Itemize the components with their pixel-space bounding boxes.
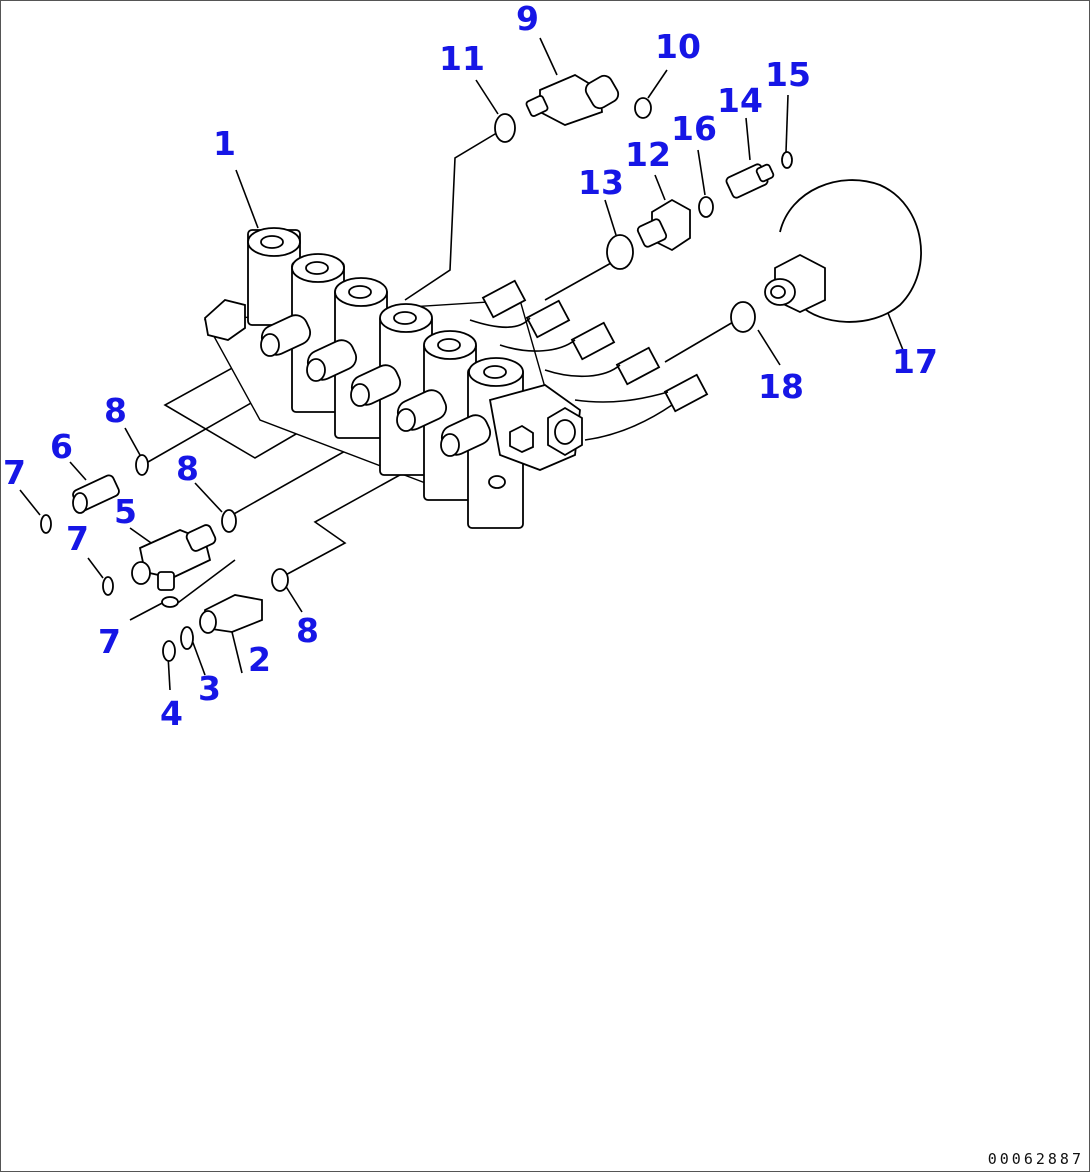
accumulator-17 bbox=[764, 179, 922, 323]
callout-7b: 7 bbox=[66, 519, 89, 558]
callout-7a: 7 bbox=[3, 453, 26, 492]
callout-16: 16 bbox=[671, 109, 717, 148]
callout-15: 15 bbox=[765, 55, 811, 94]
solenoid-coil-4 bbox=[379, 303, 433, 476]
leader-lines bbox=[19, 37, 906, 691]
solenoid-valve-block bbox=[203, 227, 709, 529]
callout-12: 12 bbox=[625, 135, 671, 174]
callout-5: 5 bbox=[114, 492, 137, 531]
callout-18: 18 bbox=[758, 367, 804, 406]
callout-13: 13 bbox=[578, 163, 624, 202]
callout-8b: 8 bbox=[176, 449, 199, 488]
port-bosses bbox=[260, 314, 492, 457]
callout-8c: 8 bbox=[296, 611, 319, 650]
document-number: 00062887 bbox=[987, 1150, 1084, 1168]
hex-plug-12 bbox=[636, 198, 691, 252]
callout-9: 9 bbox=[516, 0, 539, 38]
callout-10: 10 bbox=[655, 27, 701, 66]
callout-3: 3 bbox=[198, 669, 221, 708]
callout-4: 4 bbox=[160, 694, 183, 733]
callout-14: 14 bbox=[717, 81, 763, 120]
callout-2: 2 bbox=[248, 640, 271, 679]
electrical-connectors bbox=[469, 279, 709, 441]
elbow-fitting bbox=[525, 73, 620, 126]
callout-8a: 8 bbox=[104, 391, 127, 430]
callout-17: 17 bbox=[892, 342, 938, 381]
o-rings bbox=[40, 97, 793, 662]
callout-1: 1 bbox=[213, 124, 236, 163]
elbow-5 bbox=[131, 524, 217, 591]
fitting-2 bbox=[199, 594, 263, 634]
callout-6: 6 bbox=[50, 427, 73, 466]
callout-11: 11 bbox=[439, 39, 485, 78]
fitting-6 bbox=[72, 474, 120, 514]
callout-7c: 7 bbox=[98, 622, 121, 661]
connector-14 bbox=[725, 163, 775, 199]
